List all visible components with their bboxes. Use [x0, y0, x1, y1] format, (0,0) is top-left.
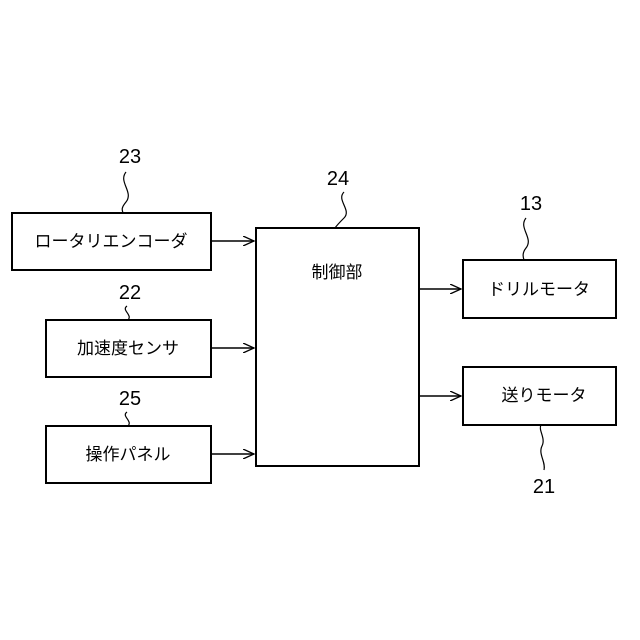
- rotary-encoder-block: ロータリエンコーダ 23: [12, 146, 211, 270]
- controller-block: 制御部 24: [256, 168, 419, 466]
- feed-motor-label: 送りモータ: [502, 386, 587, 406]
- drill-motor-label: ドリルモータ: [488, 280, 590, 300]
- accel-sensor-ref: 22: [119, 282, 141, 304]
- rotary-encoder-ref: 23: [119, 146, 141, 168]
- feed-motor-block: 送りモータ 21: [463, 367, 616, 498]
- operation-panel-label: 操作パネル: [86, 445, 171, 465]
- drill-motor-leader: [523, 218, 528, 260]
- controller-leader: [335, 192, 346, 228]
- feed-motor-leader: [540, 425, 544, 470]
- controller-label: 制御部: [312, 263, 363, 283]
- operation-panel-leader: [125, 412, 129, 426]
- accel-sensor-leader: [125, 306, 129, 320]
- drill-motor-block: ドリルモータ 13: [463, 193, 616, 318]
- controller-ref: 24: [327, 168, 349, 190]
- accel-sensor-block: 加速度センサ 22: [46, 282, 211, 377]
- accel-sensor-label: 加速度センサ: [77, 339, 179, 359]
- operation-panel-block: 操作パネル 25: [46, 388, 211, 483]
- operation-panel-ref: 25: [119, 388, 141, 410]
- rotary-encoder-leader: [122, 172, 128, 213]
- feed-motor-ref: 21: [533, 476, 555, 498]
- drill-motor-ref: 13: [520, 193, 542, 215]
- rotary-encoder-label: ロータリエンコーダ: [35, 232, 188, 252]
